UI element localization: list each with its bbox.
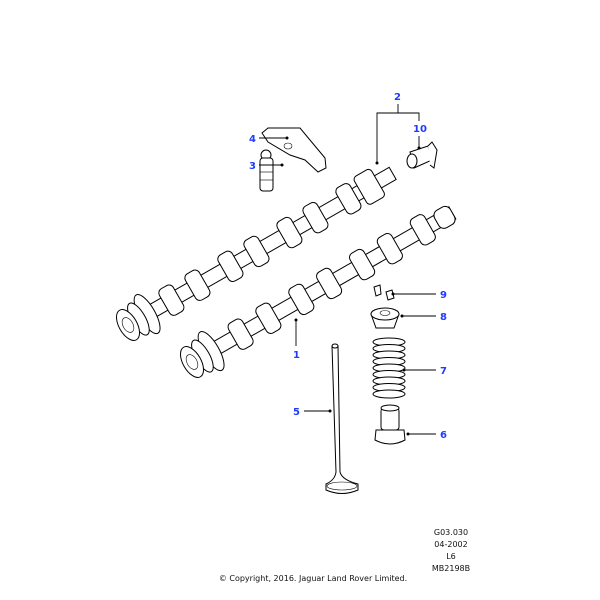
callout-5[interactable]: 5 bbox=[293, 407, 300, 418]
cam-lobe bbox=[276, 216, 303, 249]
cam-lobe bbox=[255, 302, 282, 334]
date-code: 04-2002 bbox=[434, 540, 468, 549]
cam-lobe bbox=[288, 283, 315, 316]
valve-collets bbox=[373, 284, 395, 301]
cam-lobe bbox=[302, 201, 329, 234]
cam-lobe bbox=[335, 183, 362, 215]
engine-code: L6 bbox=[446, 552, 456, 561]
group-code: G03.030 bbox=[433, 528, 469, 537]
cam-lobe bbox=[227, 318, 254, 350]
spring-retainer bbox=[370, 307, 400, 329]
rocker-arm bbox=[261, 127, 327, 173]
valve-spring bbox=[372, 337, 406, 399]
callout-7[interactable]: 7 bbox=[440, 366, 447, 377]
callout-2[interactable]: 2 bbox=[394, 92, 401, 103]
cam-lobe bbox=[158, 284, 185, 316]
drawing-number: MB2198B bbox=[431, 564, 471, 573]
cam-lobe bbox=[409, 214, 436, 246]
cam-lobe bbox=[376, 233, 403, 265]
cam-lobe bbox=[349, 248, 376, 281]
callout-3[interactable]: 3 bbox=[249, 161, 256, 172]
valve bbox=[325, 343, 359, 494]
camshaft-plug bbox=[406, 141, 438, 169]
cam-lobe bbox=[243, 235, 270, 268]
copyright: © Copyright, 2016. Jaguar Land Rover Lim… bbox=[218, 574, 408, 583]
callout-10[interactable]: 10 bbox=[413, 124, 427, 135]
cam-lobe bbox=[184, 269, 211, 301]
callout-6[interactable]: 6 bbox=[440, 430, 447, 441]
spring-coil bbox=[372, 389, 406, 399]
camshaft-intake bbox=[179, 205, 457, 378]
camshaft-exhaust bbox=[115, 166, 397, 341]
valve-stem-seal bbox=[374, 404, 406, 445]
cam-lobe bbox=[316, 267, 343, 300]
hydraulic-lifter bbox=[259, 149, 274, 192]
callout-1[interactable]: 1 bbox=[293, 350, 300, 361]
callout-9[interactable]: 9 bbox=[440, 290, 447, 301]
callout-8[interactable]: 8 bbox=[440, 312, 447, 323]
callout-4[interactable]: 4 bbox=[249, 134, 256, 145]
leader-lines bbox=[259, 104, 436, 436]
cam-lobe bbox=[217, 250, 244, 283]
